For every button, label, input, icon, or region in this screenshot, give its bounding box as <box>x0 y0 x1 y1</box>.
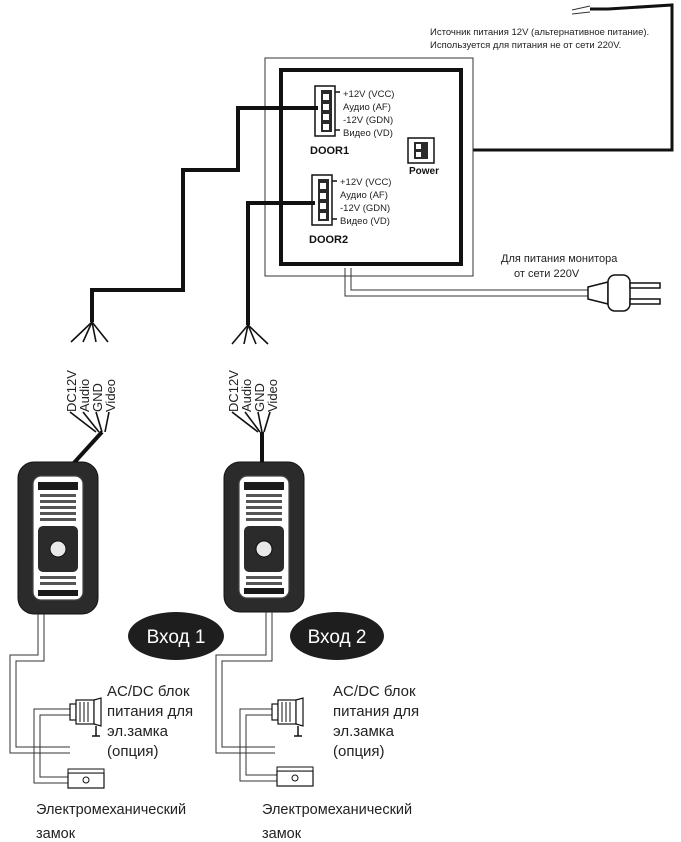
panel1-wire-video: Video <box>103 379 118 412</box>
psu-adapter-1-icon <box>69 697 102 737</box>
entrance-badge-1: Вход 1 <box>128 612 224 660</box>
lock-wiring-2 <box>215 612 277 782</box>
door2-connector <box>311 174 337 226</box>
entrance-badge-1-label: Вход 1 <box>147 627 206 648</box>
door1-pin-gnd: -12V (GDN) <box>343 115 393 126</box>
electric-lock-2-icon <box>276 766 314 787</box>
panel2-wire-gnd: GND <box>252 383 267 412</box>
mains-cable <box>344 268 588 297</box>
panel1-wire-audio: Audio <box>77 379 92 412</box>
mains-plug-icon <box>587 274 661 312</box>
door2-pin-audio: Аудио (AF) <box>340 190 388 201</box>
door1-pin-video: Видео (VD) <box>343 128 393 139</box>
monitor-back-panel <box>264 57 474 277</box>
panel2-wire-dc12v: DC12V <box>226 370 241 412</box>
door2-pin-video: Видео (VD) <box>340 216 390 227</box>
lock-wiring-1 <box>9 614 70 784</box>
door1-pin-vcc: +12V (VCC) <box>343 89 394 100</box>
door1-label: DOOR1 <box>310 145 349 157</box>
psu-1-line2: питания для <box>107 703 193 720</box>
panel1-wire-labels: DC12V Audio GND Video <box>64 370 118 412</box>
door1-pin-audio: Аудио (AF) <box>343 102 391 113</box>
psu-2-line3: эл.замка <box>333 723 395 740</box>
door2-pin-vcc: +12V (VCC) <box>340 177 391 188</box>
power-source-note-line2: Используется для питания не от сети 220V… <box>430 40 621 51</box>
psu-1-line4: (опция) <box>107 743 159 760</box>
psu-1-line3: эл.замка <box>107 723 169 740</box>
panel1-wire-dc12v: DC12V <box>64 370 79 412</box>
panel2-wire-labels: DC12V Audio GND Video <box>226 370 280 412</box>
mains-note-line1: Для питания монитора <box>501 253 618 265</box>
psu-2-line1: AC/DC блок <box>333 683 416 700</box>
psu-1-line1: AC/DC блок <box>107 683 190 700</box>
panel1-lead-cable <box>70 430 104 467</box>
power-connector <box>407 137 435 164</box>
panel1-wire-fanout <box>69 321 110 433</box>
lock-2-line2: замок <box>262 826 302 842</box>
panel1-wire-gnd: GND <box>90 383 105 412</box>
entrance-badge-2-label: Вход 2 <box>308 627 367 648</box>
electric-lock-1-icon <box>67 768 105 789</box>
power-label: Power <box>409 166 439 177</box>
psu-2-line4: (опция) <box>333 743 385 760</box>
panel2-wire-fanout <box>231 324 271 433</box>
alt-power-wire <box>435 3 674 152</box>
lock-1-line2: замок <box>36 826 76 842</box>
door2-pin-gnd: -12V (GDN) <box>340 203 390 214</box>
call-panel-1 <box>17 461 99 615</box>
lock-1-line1: Электромеханический <box>36 802 186 818</box>
door2-label: DOOR2 <box>309 234 348 246</box>
door1-cable <box>90 106 318 322</box>
panel2-wire-video: Video <box>265 379 280 412</box>
psu-label-1: AC/DC блок питания для эл.замка (опция) <box>107 683 193 760</box>
door2-cable <box>246 201 315 325</box>
psu-adapter-2-icon <box>271 697 304 737</box>
door1-connector <box>314 85 340 137</box>
power-source-note-line1: Источник питания 12V (альтернативное пит… <box>430 27 649 38</box>
mains-note-line2: от сети 220V <box>514 268 580 280</box>
psu-label-2: AC/DC блок питания для эл.замка (опция) <box>333 683 419 760</box>
call-panel-2 <box>223 461 305 613</box>
entrance-badge-2: Вход 2 <box>290 612 384 660</box>
lock-2-line1: Электромеханический <box>262 802 412 818</box>
panel2-wire-audio: Audio <box>239 379 254 412</box>
psu-2-line2: питания для <box>333 703 419 720</box>
